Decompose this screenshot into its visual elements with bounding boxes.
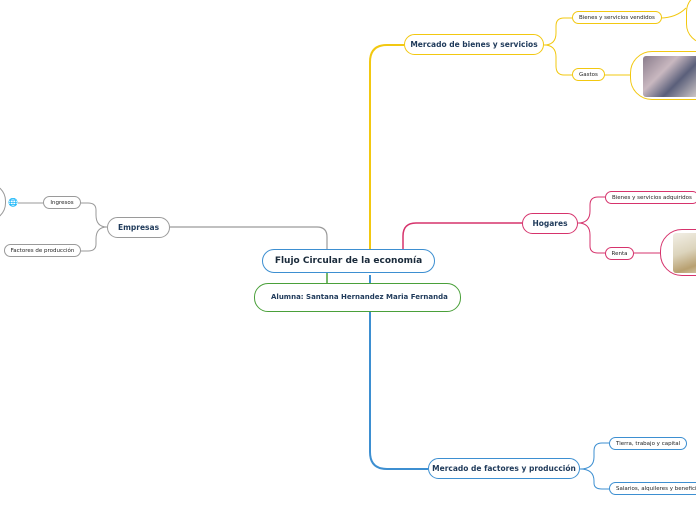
subtopic-bienes-adquiridos[interactable]: Bienes y servicios adquiridos <box>605 191 696 204</box>
subtopic-factores-produccion[interactable]: Factores de producción <box>4 244 81 257</box>
subtopic-renta[interactable]: Renta <box>605 247 634 260</box>
subtopic-gastos[interactable]: Gastos <box>572 68 605 81</box>
topic-hogares[interactable]: Hogares <box>522 213 578 234</box>
author-topic[interactable]: Alumna: Santana Hernandez Maria Fernanda <box>254 283 461 312</box>
subtopic-ingresos[interactable]: Ingresos <box>43 196 81 209</box>
image-node-renta[interactable] <box>660 229 696 276</box>
coins-image <box>673 233 696 273</box>
image-node-gastos[interactable] <box>630 51 696 100</box>
subtopic-tierra-trabajo-capital[interactable]: Tierra, trabajo y capital <box>609 437 688 450</box>
topic-mercado-factores[interactable]: Mercado de factores y producción <box>428 458 580 479</box>
topic-empresas[interactable]: Empresas <box>107 217 170 238</box>
subtopic-salarios[interactable]: Salarios, alquileres y beneficios <box>609 482 696 495</box>
root-topic[interactable]: Flujo Circular de la economía <box>262 249 435 273</box>
subtopic-bienes-vendidos[interactable]: Bienes y servicios vendidos <box>572 11 662 24</box>
topic-mercado-bienes[interactable]: Mercado de bienes y servicios <box>404 34 544 55</box>
globe-icon: 🌐 <box>8 198 18 207</box>
calculator-image <box>643 56 696 97</box>
